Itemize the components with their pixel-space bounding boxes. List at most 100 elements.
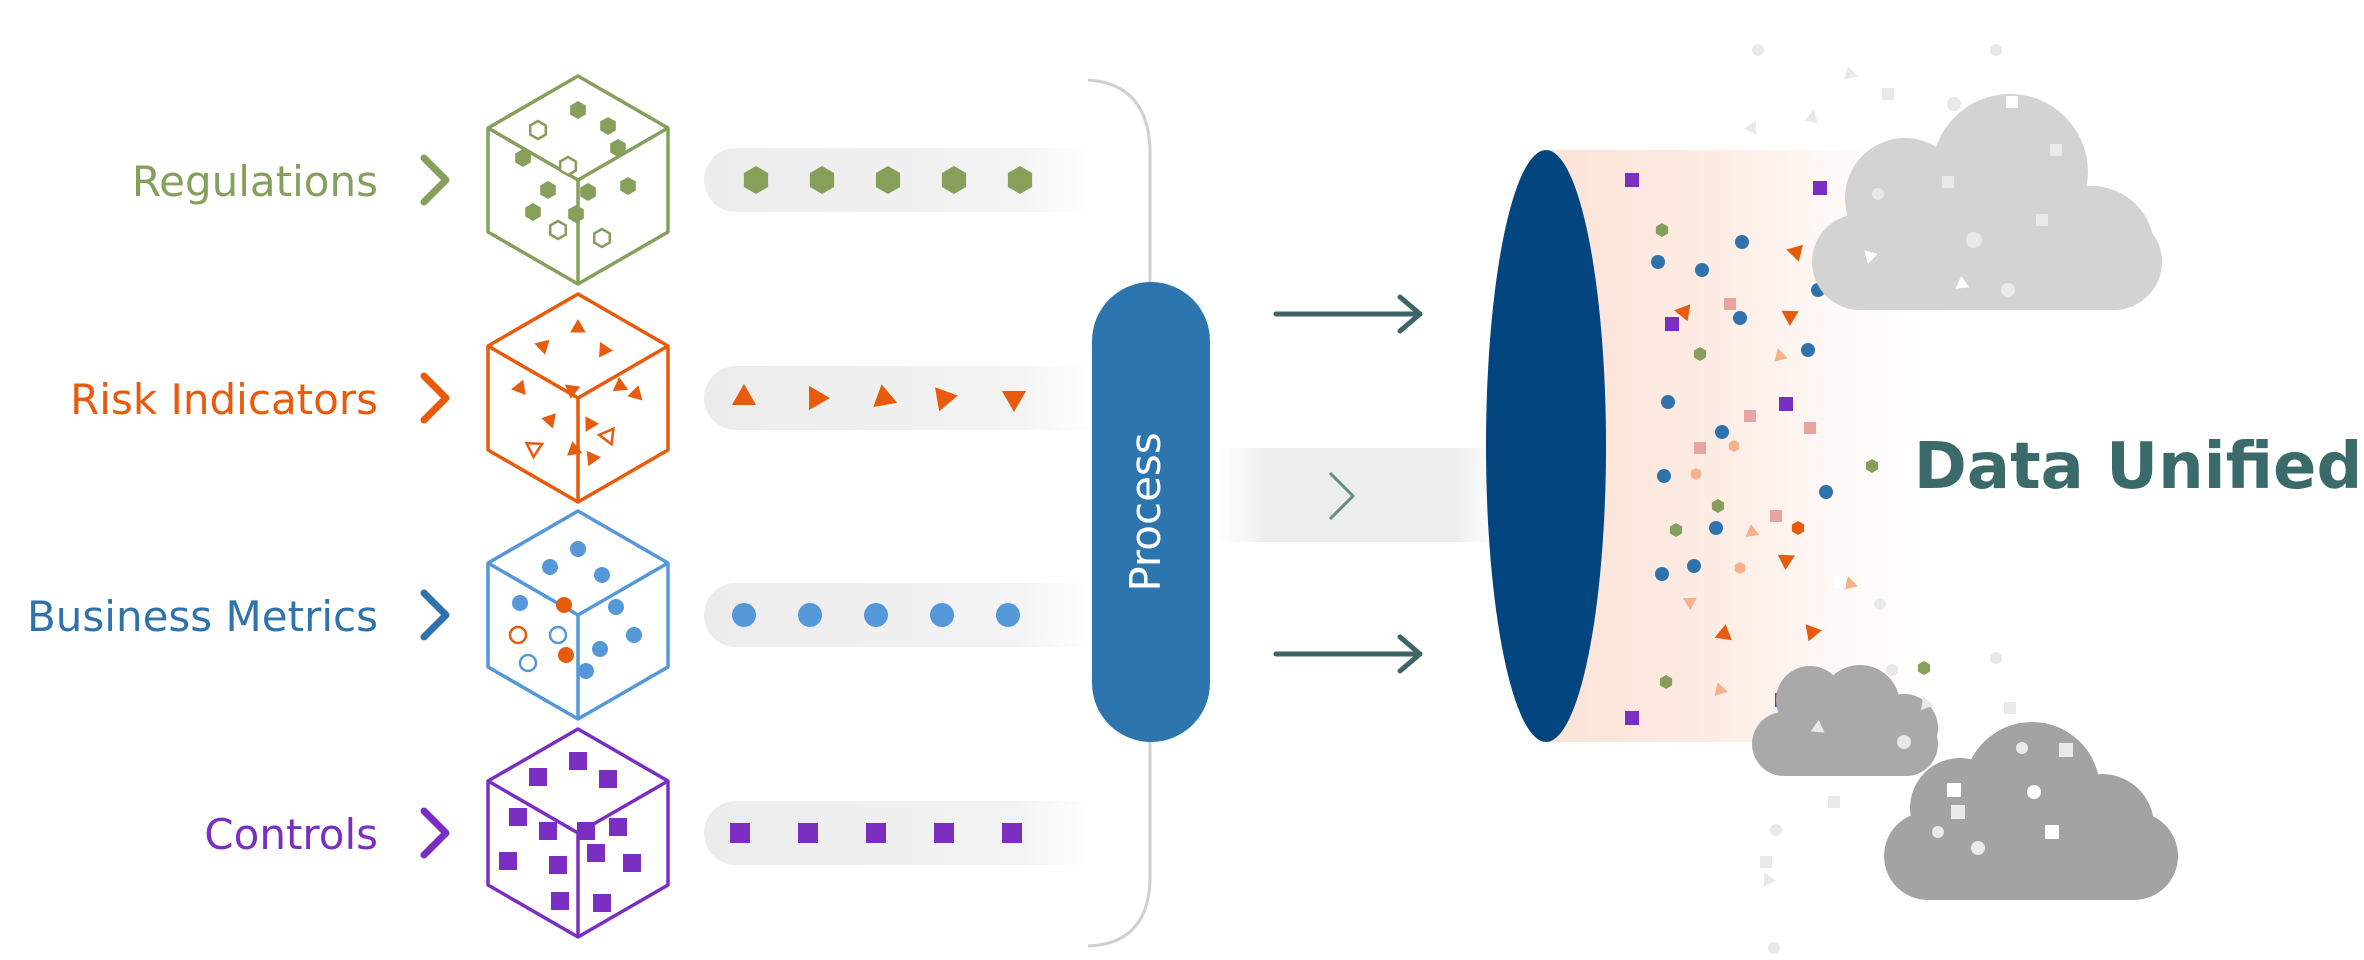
light-particle (2045, 825, 2059, 839)
row-chevron-icon (420, 807, 450, 859)
row-track (704, 366, 1124, 430)
particle-triangle (1674, 304, 1691, 322)
particle-triangle (1777, 554, 1795, 570)
cloud-medium-icon (1884, 722, 2178, 900)
data-cube-icon (486, 509, 670, 721)
particle-square (1625, 711, 1639, 725)
light-particle (1744, 120, 1757, 135)
track-marker-hexagon (809, 166, 835, 194)
light-particle (1752, 44, 1764, 56)
data-cube-icon (486, 292, 670, 504)
light-particle (2036, 214, 2048, 226)
row-track (704, 801, 1124, 865)
particle-square (1744, 410, 1756, 422)
light-particle (1760, 856, 1772, 868)
particle-circle (1709, 521, 1723, 535)
light-particle (1924, 80, 1936, 92)
track-marker-triangle (1001, 391, 1027, 412)
process-label: Process (1121, 432, 1170, 591)
particle-triangle (1781, 310, 1799, 326)
particle-circle (1695, 263, 1709, 277)
particle-square (1665, 317, 1679, 331)
row-track (704, 583, 1124, 647)
data-cylinder (1486, 150, 1606, 742)
data-unified-title: Data Unified (1914, 430, 2363, 504)
light-particle (1834, 576, 1846, 588)
track-marker-square (798, 823, 818, 843)
particle-hexagon (1865, 459, 1879, 473)
process-pill (1092, 282, 1210, 742)
light-particle (1920, 696, 1934, 711)
light-particle (1886, 664, 1898, 676)
track-marker-triangle (809, 385, 830, 411)
output-arrow-bottom-icon (1273, 634, 1423, 674)
particle-hexagon (1734, 562, 1746, 574)
track-marker-circle (732, 603, 756, 627)
particle-triangle (1682, 597, 1697, 610)
light-particle (1763, 872, 1776, 887)
light-particle (1710, 8, 1722, 20)
track-marker-triangle (935, 387, 958, 412)
cloud-small-icon (1752, 665, 1938, 776)
light-particle (2004, 702, 2016, 714)
row-label: Controls (204, 810, 378, 859)
row-label: Business Metrics (27, 592, 378, 641)
particle-hexagon (1728, 440, 1740, 452)
light-particle (1882, 62, 1894, 74)
light-particle (1874, 598, 1886, 610)
particle-square (1694, 442, 1706, 454)
light-particle (1947, 97, 1961, 111)
particle-square (1770, 510, 1782, 522)
track-marker-triangle (873, 384, 898, 407)
row-label: Regulations (132, 157, 378, 206)
light-particle (2027, 785, 2041, 799)
particle-hexagon (1659, 675, 1673, 689)
light-particle (1942, 176, 1954, 188)
light-particle (1864, 250, 1878, 264)
particle-circle (1651, 255, 1665, 269)
light-particle (1932, 826, 1944, 838)
light-particle (1716, 894, 1728, 906)
light-particle (1804, 110, 1818, 124)
cloud-particles (1710, 8, 2073, 954)
light-particle (1966, 232, 1982, 248)
track-marker-square (730, 823, 750, 843)
particle-square (1779, 397, 1793, 411)
particle-circle (1801, 343, 1815, 357)
light-particle (1990, 652, 2002, 664)
track-marker-hexagon (941, 166, 967, 194)
particle-hexagon (1690, 468, 1702, 480)
track-marker-square (1002, 823, 1022, 843)
light-particle (1768, 942, 1780, 954)
particle-square (1813, 181, 1827, 195)
track-marker-hexagon (1007, 166, 1033, 194)
row-chevron-icon (420, 589, 450, 641)
particle-hexagon (1655, 223, 1669, 237)
output-arrow-top-icon (1273, 294, 1423, 334)
particle-triangle (1805, 624, 1822, 642)
light-particle (1869, 863, 1884, 876)
light-particle (1844, 66, 1858, 80)
particle-square (1804, 422, 1816, 434)
light-particle (1951, 805, 1965, 819)
particle-triangle (1844, 576, 1858, 590)
light-particle (1955, 276, 1970, 289)
data-cube-icon (486, 727, 670, 939)
track-marker-circle (996, 603, 1020, 627)
row-track (704, 148, 1124, 212)
light-particle (2059, 743, 2073, 757)
track-marker-hexagon (875, 166, 901, 194)
particle-triangle (1745, 524, 1760, 537)
light-particle (2016, 742, 2028, 754)
particle-circle (1661, 395, 1675, 409)
particle-circle (1655, 567, 1669, 581)
light-particle (1770, 824, 1782, 836)
light-particle (1872, 188, 1884, 200)
track-marker-circle (798, 603, 822, 627)
light-particle (1897, 735, 1911, 749)
particle-circle (1687, 559, 1701, 573)
light-particle (1920, 115, 1933, 130)
particle-circle (1735, 235, 1749, 249)
beam-chevron-icon (1328, 471, 1355, 521)
particle-square (1724, 298, 1736, 310)
